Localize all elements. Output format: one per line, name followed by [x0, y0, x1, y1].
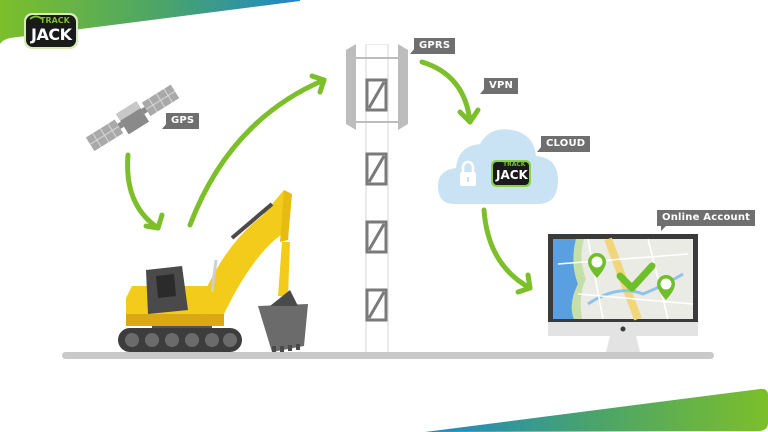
ground-line: [62, 352, 714, 359]
excavator-icon: [118, 190, 308, 352]
cell-tower-icon: [344, 44, 410, 354]
cloud-logo-top: TRACK: [503, 161, 526, 168]
satellite-icon: [85, 84, 180, 152]
vpn-label: VPN: [479, 78, 519, 94]
logo-top-text: TRACK: [40, 16, 70, 25]
monitor-map-icon[interactable]: [548, 234, 698, 356]
online-account-label: Online Account: [657, 210, 756, 231]
logo-bottom-text: JACK: [31, 25, 72, 44]
trackjack-logo[interactable]: TRACK JACK: [22, 10, 80, 50]
cloud-logo-bottom: JACK: [496, 168, 528, 182]
cloud-trackjack-logo: TRACK JACK: [490, 158, 532, 188]
top-gradient-banner: [0, 0, 300, 44]
bottom-gradient-banner: [425, 388, 768, 432]
cloud-icon: TRACK JACK: [438, 126, 560, 206]
cloud-label: CLOUD: [536, 136, 591, 152]
gprs-label: GPRS: [409, 38, 456, 54]
gps-label: GPS: [161, 113, 200, 129]
